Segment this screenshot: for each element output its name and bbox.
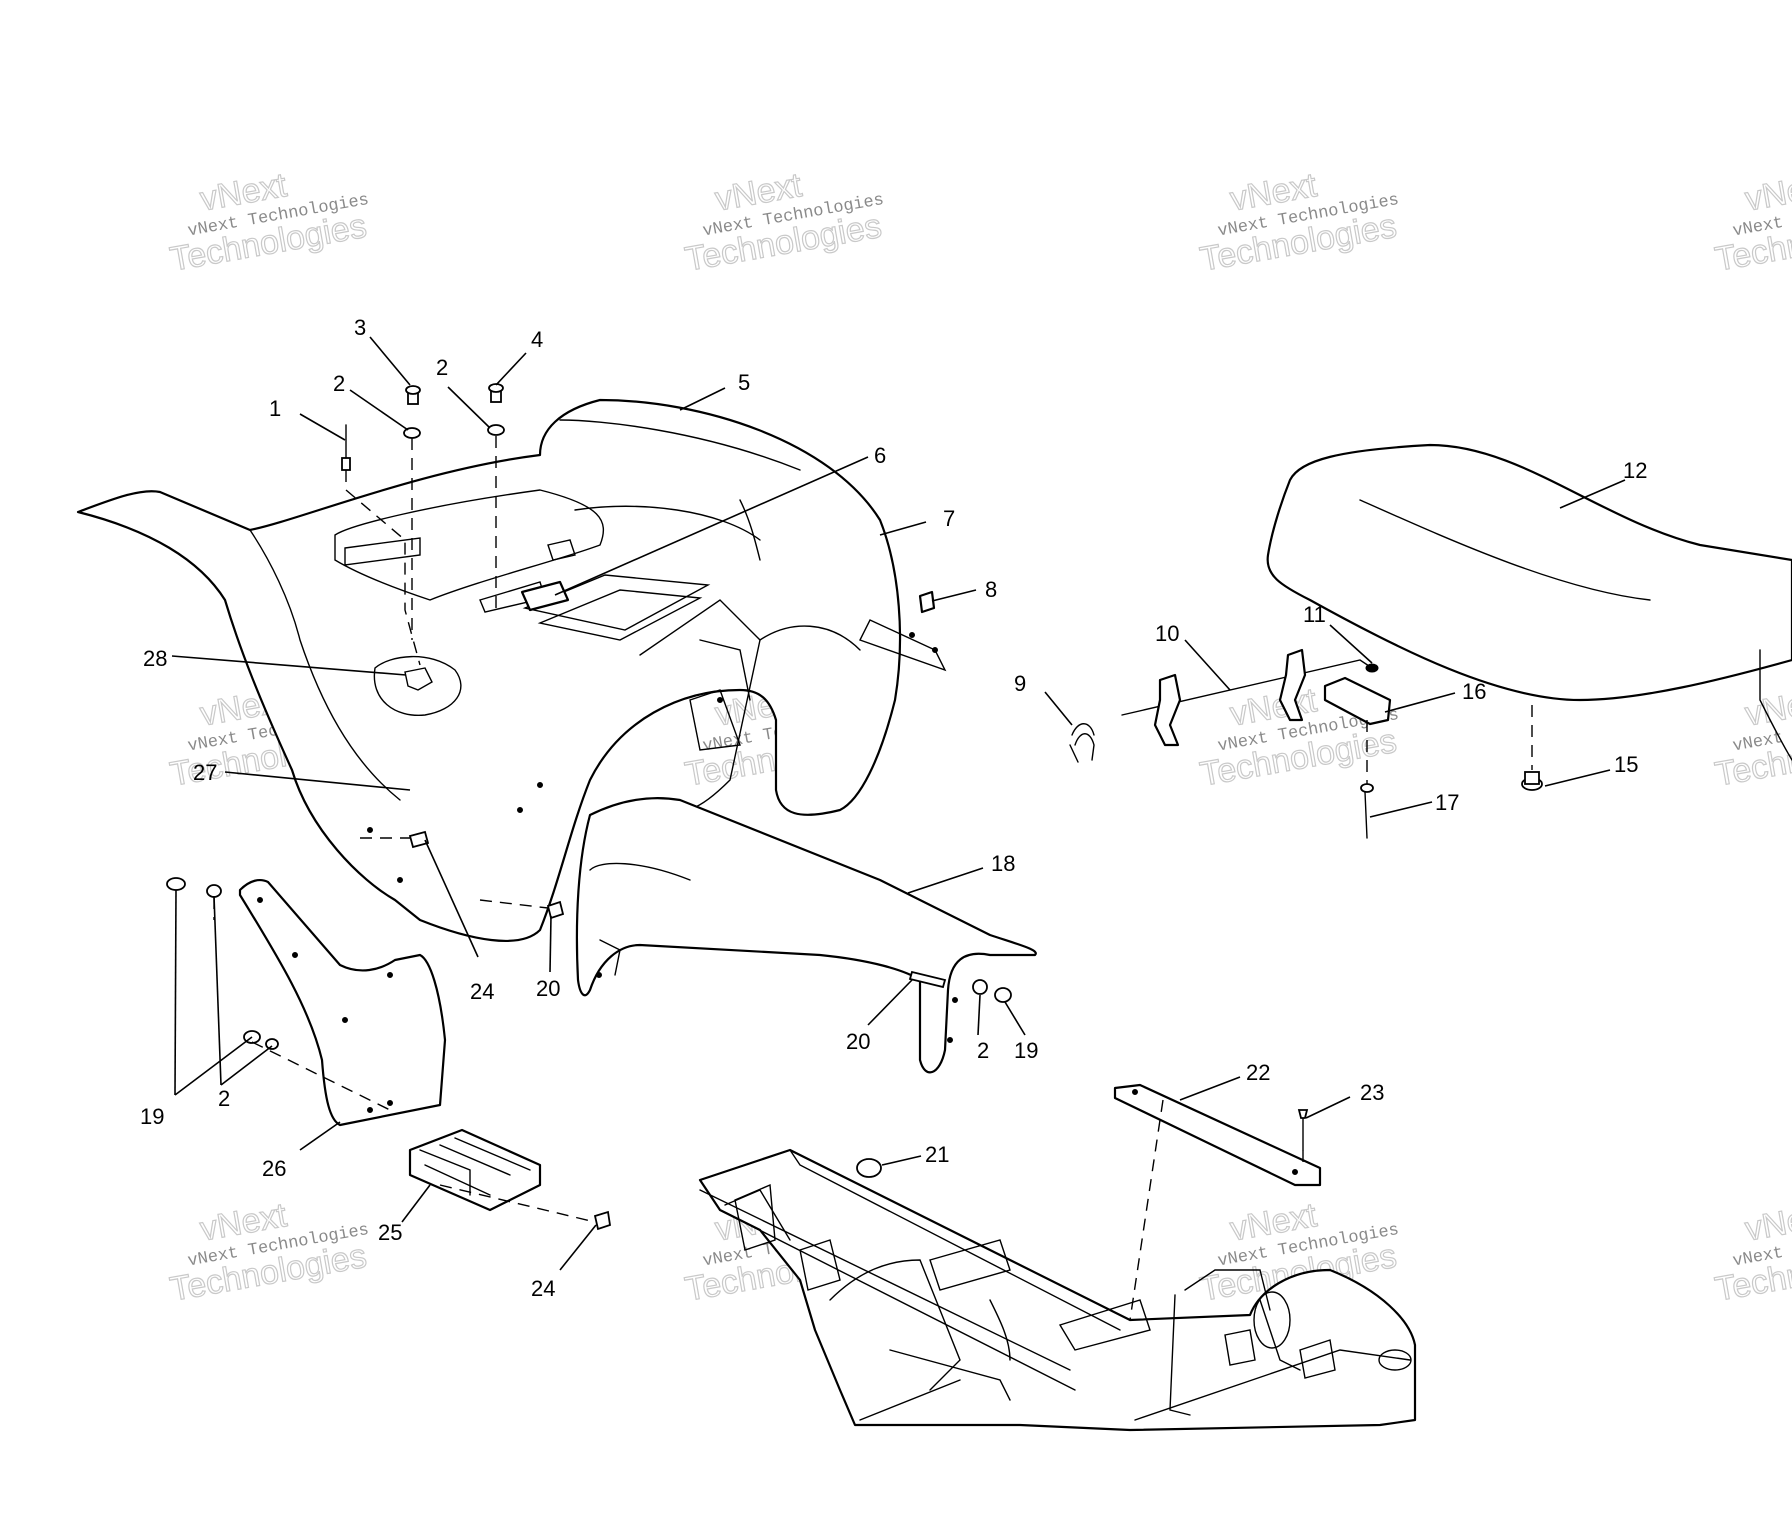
callout-2: 2 (977, 1038, 989, 1063)
callout-26: 26 (262, 1156, 286, 1181)
callout-17: 17 (1435, 790, 1459, 815)
hardware-parts (166, 383, 1543, 1231)
callout-20: 20 (536, 976, 560, 1001)
watermark-vnext: vNext (1742, 166, 1792, 219)
callout-4: 4 (531, 327, 543, 352)
watermark-vnext: vNext (1742, 681, 1792, 734)
callout-19: 19 (1014, 1038, 1038, 1063)
callout-2: 2 (436, 355, 448, 380)
callout-3: 3 (354, 315, 366, 340)
callout-24: 24 (531, 1276, 555, 1301)
callout-5: 5 (738, 370, 750, 395)
leader-lines (171, 336, 1626, 1271)
callout-2: 2 (218, 1086, 230, 1111)
callout-22: 22 (1246, 1060, 1270, 1085)
rear-fender-part (76, 398, 947, 942)
callout-24: 24 (470, 979, 494, 1004)
callout-2: 2 (333, 371, 345, 396)
rear-panel-part (575, 797, 1037, 1074)
callout-27: 27 (193, 760, 217, 785)
callout-1: 1 (269, 396, 281, 421)
callout-16: 16 (1462, 679, 1486, 704)
callout-7: 7 (943, 506, 955, 531)
seat-part (1266, 443, 1792, 761)
callout-25: 25 (378, 1220, 402, 1245)
callout-15: 15 (1614, 752, 1638, 777)
watermark-vnext: vNext (1742, 1196, 1792, 1249)
callout-8: 8 (985, 577, 997, 602)
callout-10: 10 (1155, 621, 1179, 646)
callout-11: 11 (1303, 602, 1326, 627)
callout-23: 23 (1360, 1080, 1384, 1105)
callout-21: 21 (925, 1142, 949, 1167)
callout-9: 9 (1014, 671, 1026, 696)
callout-20: 20 (846, 1029, 870, 1054)
callout-18: 18 (991, 851, 1015, 876)
callout-12: 12 (1623, 458, 1647, 483)
callout-19: 19 (140, 1104, 164, 1129)
frame-part (698, 1148, 1417, 1432)
callout-28: 28 (143, 646, 167, 671)
callout-labels: 1 2 3 2 4 5 6 7 8 9 10 11 12 16 15 17 18… (140, 315, 1647, 1301)
callout-6: 6 (874, 443, 886, 468)
bracket-part (408, 1128, 542, 1212)
mud-flap-part (238, 879, 447, 1127)
